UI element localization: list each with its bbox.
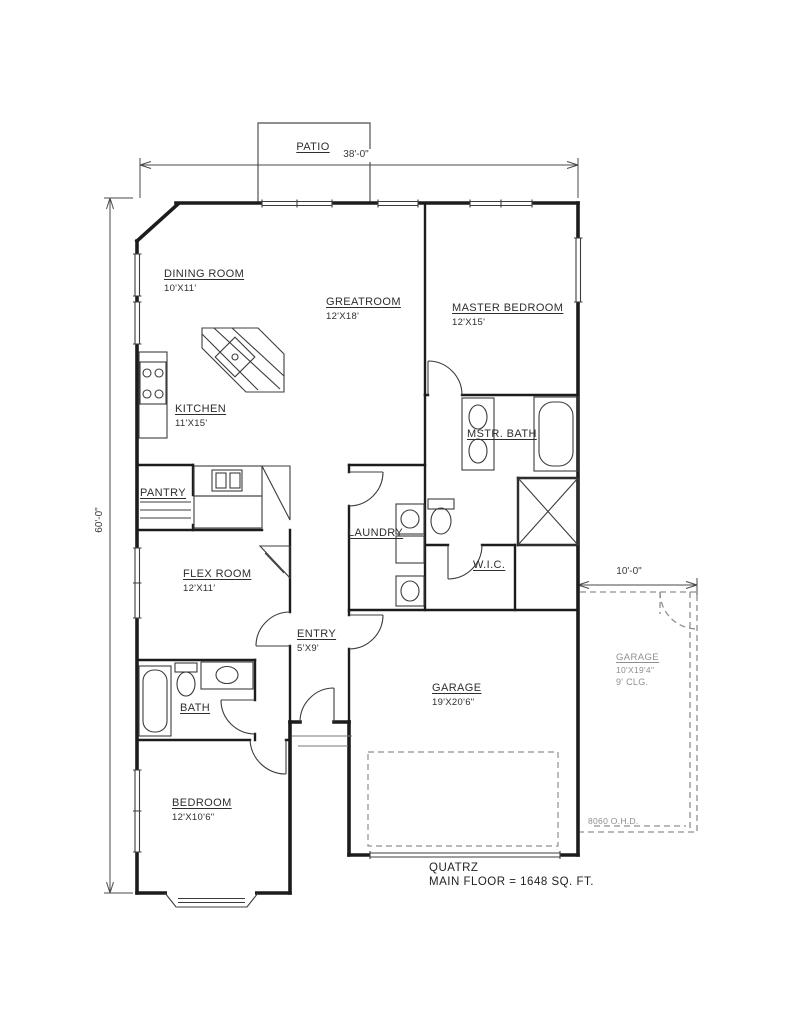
room-label-master-bedroom: MASTER BEDROOM 12'X15' bbox=[452, 302, 563, 329]
laundry-fixtures bbox=[395, 503, 425, 607]
optional-garage-dashed-outline bbox=[580, 591, 698, 833]
windows bbox=[133, 199, 583, 908]
room-label-patio: PATIO bbox=[296, 141, 329, 155]
optional-garage-ceiling-note: 9' CLG. bbox=[616, 676, 649, 687]
bedroom-dims: 12'X10'6" bbox=[172, 811, 215, 823]
dimension-opt-garage: 10'-0" bbox=[613, 566, 645, 579]
master-bath-fixtures bbox=[427, 396, 579, 546]
overhead-door-note: 8060 O.H.D. bbox=[588, 816, 639, 826]
entry-dims: 5'X9' bbox=[297, 642, 320, 654]
optional-garage-name: GARAGE bbox=[616, 652, 660, 663]
room-label-pantry: PANTRY bbox=[140, 487, 186, 501]
dimension-width: 38'-0" bbox=[340, 149, 372, 162]
greatroom-dims: 12'X18' bbox=[326, 310, 360, 322]
bath-name: BATH bbox=[180, 702, 211, 714]
room-label-optional-garage: GARAGE 10'X19'4" 9' CLG. bbox=[616, 652, 659, 688]
wic-name: W.I.C. bbox=[473, 559, 506, 571]
hall-bath-fixtures bbox=[138, 661, 254, 737]
room-label-master-bath: MSTR. BATH bbox=[467, 428, 537, 442]
room-label-bedroom: BEDROOM 12'X10'6" bbox=[172, 797, 232, 824]
entry-stoop bbox=[292, 735, 352, 747]
kitchen-name: KITCHEN bbox=[175, 403, 227, 415]
kitchen-dims: 11'X15' bbox=[175, 417, 208, 429]
room-label-wic: W.I.C. bbox=[473, 559, 505, 573]
greatroom-name: GREATROOM bbox=[326, 296, 401, 308]
master-bedroom-dims: 12'X15' bbox=[452, 316, 486, 328]
room-label-flex: FLEX ROOM 12'X11' bbox=[183, 568, 251, 595]
garage-dims: 19'X20'6" bbox=[432, 696, 475, 708]
door-swings bbox=[220, 360, 483, 775]
plan-name: QUATRZ bbox=[429, 862, 479, 874]
garage-door-dashed-clearance bbox=[367, 751, 559, 847]
dining-name: DINING ROOM bbox=[164, 268, 245, 280]
pantry-shelves bbox=[140, 501, 191, 519]
bay-window bbox=[164, 892, 259, 908]
bedroom-name: BEDROOM bbox=[172, 797, 232, 809]
dimension-height: 60'-0" bbox=[93, 504, 107, 536]
room-label-bath: BATH bbox=[180, 702, 210, 716]
garage-name: GARAGE bbox=[432, 682, 482, 694]
master-bedroom-name: MASTER BEDROOM bbox=[452, 302, 564, 314]
patio-name: PATIO bbox=[296, 141, 330, 153]
dimension-lines bbox=[104, 158, 698, 894]
flex-dims: 12'X11' bbox=[183, 582, 216, 594]
plan-area: MAIN FLOOR = 1648 SQ. FT. bbox=[429, 876, 594, 889]
room-label-garage: GARAGE 19'X20'6" bbox=[432, 682, 481, 709]
patio-outline bbox=[257, 122, 371, 203]
room-label-entry: ENTRY 5'X9' bbox=[297, 628, 336, 655]
entry-name: ENTRY bbox=[297, 628, 337, 640]
laundry-name: LAUNDRY bbox=[348, 527, 404, 539]
room-label-kitchen: KITCHEN 11'X15' bbox=[175, 403, 226, 430]
dining-dims: 10'X11' bbox=[164, 282, 197, 294]
kitchen-fixtures bbox=[138, 327, 291, 529]
title-block: QUATRZ MAIN FLOOR = 1648 SQ. FT. bbox=[429, 861, 594, 890]
room-label-dining: DINING ROOM 10'X11' bbox=[164, 268, 244, 295]
pantry-name: PANTRY bbox=[140, 487, 187, 499]
room-label-greatroom: GREATROOM 12'X18' bbox=[326, 296, 401, 323]
master-bath-name: MSTR. BATH bbox=[467, 428, 537, 440]
greatroom-corner-niche bbox=[258, 545, 291, 580]
optional-garage-dims: 10'X19'4" bbox=[616, 664, 655, 675]
room-label-laundry: LAUNDRY bbox=[348, 527, 403, 541]
flex-name: FLEX ROOM bbox=[183, 568, 252, 580]
